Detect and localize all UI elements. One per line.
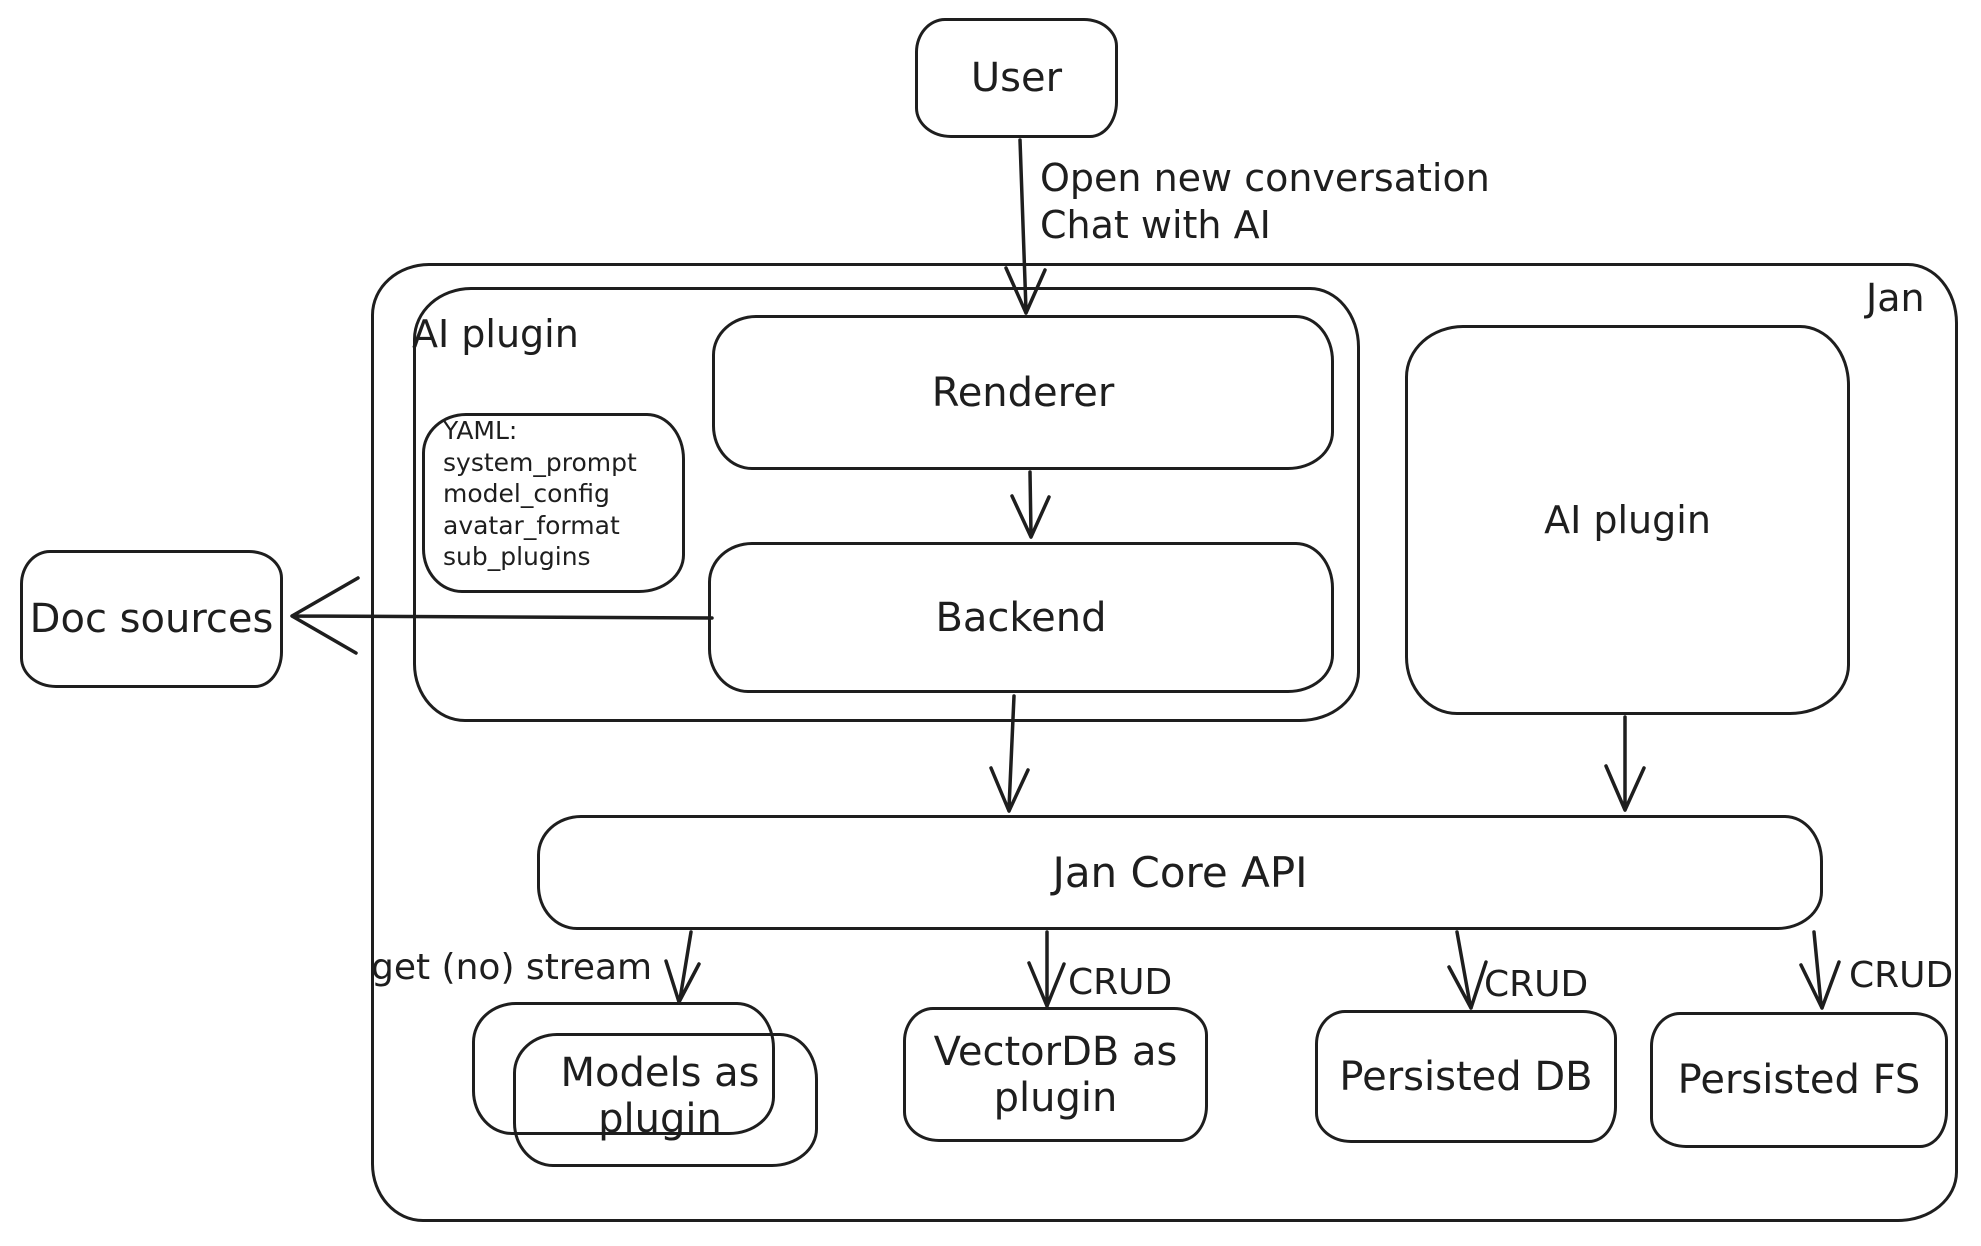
ai-plugin-group	[413, 287, 1360, 722]
yaml-note-text: YAML: system_prompt model_config avatar_…	[443, 415, 673, 573]
jan-container	[371, 263, 1958, 1222]
vectordb-as-plugin-label: VectorDB as plugin	[933, 1028, 1178, 1121]
user-edge-label-line2: Chat with AI	[1040, 203, 1271, 247]
user-edge-label-line1: Open new conversation	[1040, 156, 1490, 200]
yaml-line: system_prompt	[443, 447, 637, 477]
persisted-fs-node: Persisted FS	[1650, 1012, 1948, 1148]
persisted-db-label: Persisted DB	[1339, 1053, 1593, 1100]
yaml-line: model_config	[443, 479, 610, 508]
crud-label-persisted-fs: CRUD	[1849, 955, 1954, 996]
jan-core-api-label: Jan Core API	[1052, 848, 1308, 897]
get-no-stream-label: get (no) stream	[371, 947, 653, 988]
user-node-label: User	[970, 55, 1063, 101]
arrow-backend-to-jan-core-api	[989, 694, 1030, 813]
ai-plugin-group-label: AI plugin	[412, 312, 579, 356]
models-as-plugin-front-box	[513, 1033, 818, 1167]
arrow-backend-to-doc-sources	[290, 576, 714, 655]
jan-core-api-node: Jan Core API	[537, 815, 1823, 930]
yaml-line: YAML:	[443, 416, 518, 445]
arrow-api-to-vectordb	[1027, 930, 1066, 1008]
renderer-node: Renderer	[712, 315, 1334, 470]
persisted-db-node: Persisted DB	[1315, 1010, 1617, 1143]
yaml-line: sub_plugins	[443, 542, 591, 571]
arrow-api-to-persisted-db	[1447, 930, 1488, 1010]
arrow-renderer-to-backend	[1010, 470, 1051, 539]
user-edge-label: Open new conversation Chat with AI	[1040, 155, 1490, 249]
user-node: User	[915, 18, 1118, 138]
crud-label-persisted-db: CRUD	[1484, 964, 1589, 1005]
doc-sources-label: Doc sources	[29, 596, 274, 642]
arrow-api-to-models	[664, 930, 701, 1004]
persisted-fs-label: Persisted FS	[1677, 1057, 1921, 1103]
backend-node: Backend	[708, 542, 1334, 693]
arrow-api-to-persisted-fs	[1799, 930, 1841, 1010]
arrow-user-to-renderer	[1004, 138, 1047, 315]
backend-node-label: Backend	[935, 594, 1107, 641]
arrow-ai-plugin-to-jan-core-api	[1604, 715, 1646, 812]
crud-label-vectordb: CRUD	[1068, 962, 1173, 1003]
jan-container-label: Jan	[1866, 276, 1925, 320]
renderer-node-label: Renderer	[931, 369, 1115, 416]
yaml-line: avatar_format	[443, 510, 620, 540]
ai-plugin-right-node: AI plugin	[1405, 325, 1850, 715]
ai-plugin-right-label: AI plugin	[1544, 498, 1711, 542]
doc-sources-node: Doc sources	[20, 550, 283, 688]
vectordb-as-plugin-node: VectorDB as plugin	[903, 1007, 1208, 1142]
yaml-note	[422, 413, 685, 593]
models-as-plugin-label: Models as plugin	[560, 1050, 760, 1142]
